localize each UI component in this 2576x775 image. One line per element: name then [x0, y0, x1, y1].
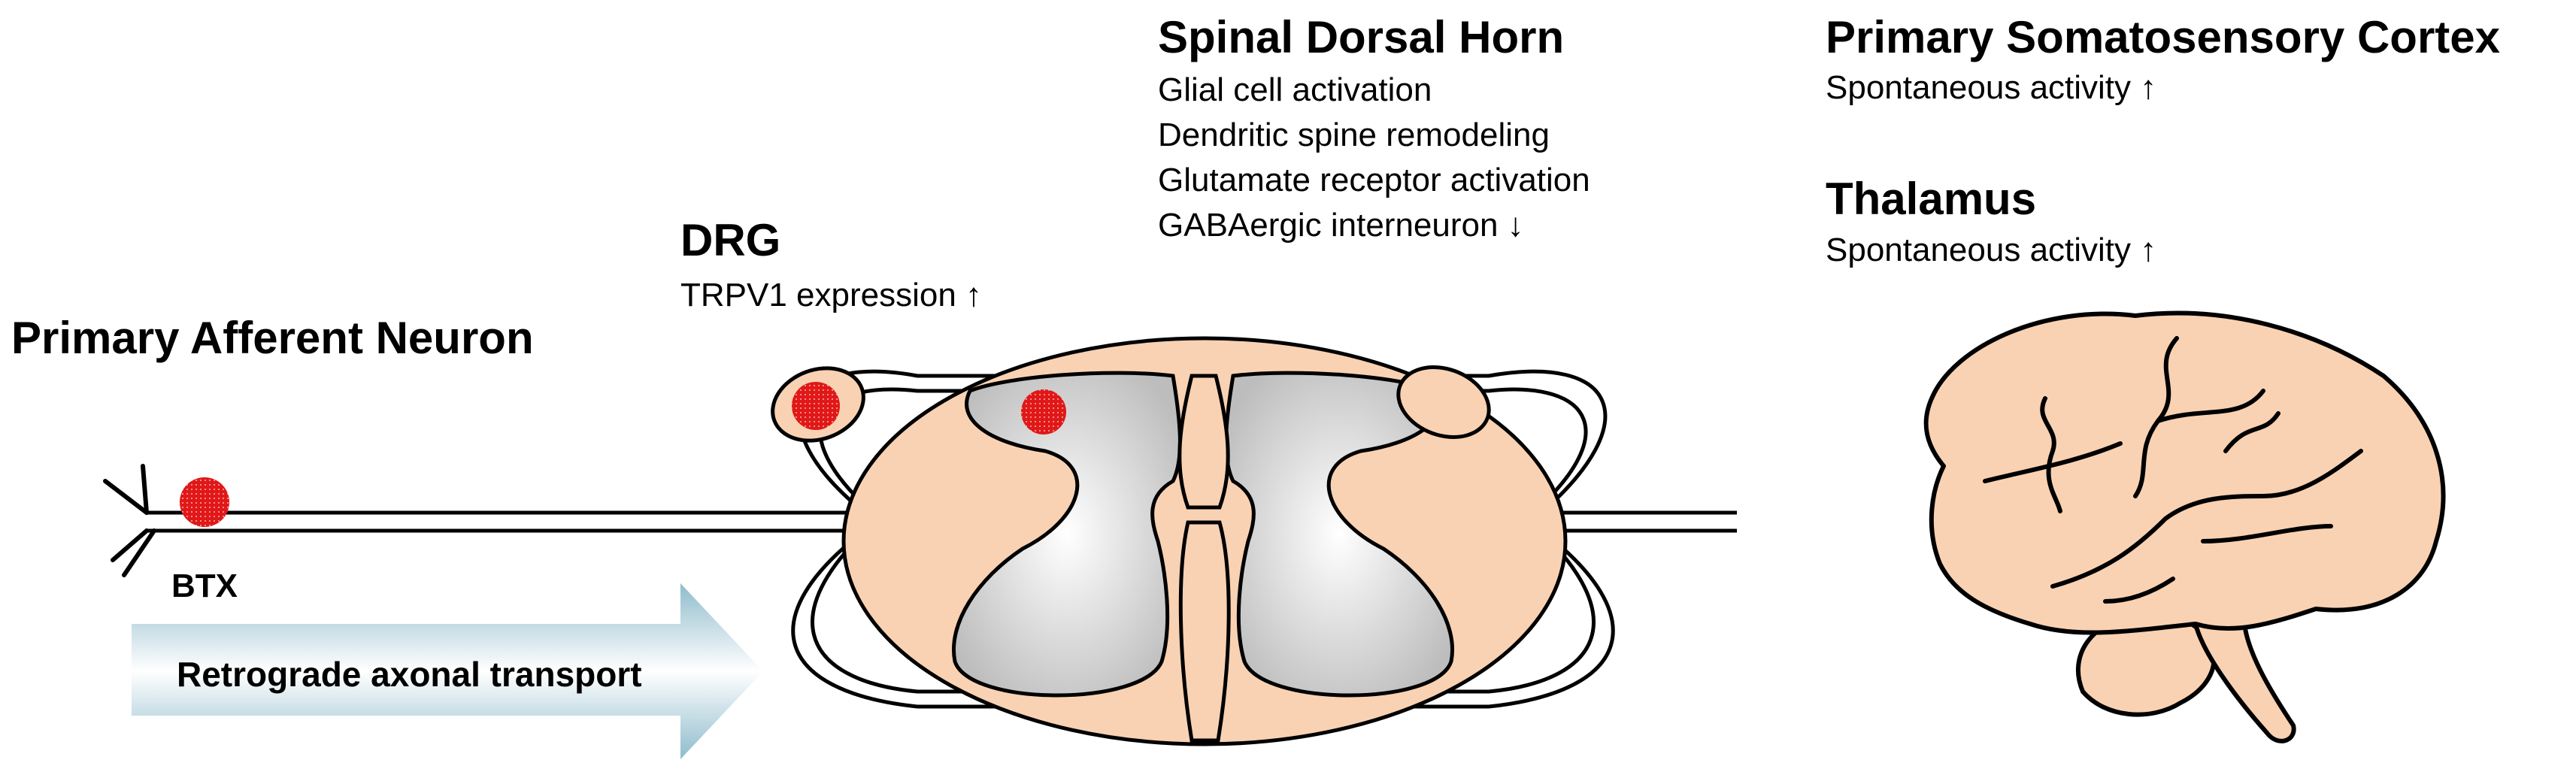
axon-left	[147, 510, 865, 533]
nerve-terminal-lower	[111, 528, 156, 577]
afferent-title: Primary Afferent Neuron	[11, 313, 534, 363]
gray-matter-left	[952, 371, 1182, 698]
retrograde-arrow	[132, 583, 763, 759]
thalamus-title: Thalamus	[1826, 174, 2037, 224]
nerve-terminal-upper	[103, 464, 149, 515]
drg-right	[1396, 365, 1491, 439]
thalamus-line-1: Spontaneous activity ↑	[1826, 232, 2157, 268]
marker-dorsal-horn	[1021, 389, 1066, 434]
dorsal-horn-line-3: Glutamate receptor activation	[1158, 162, 1590, 198]
marker-drg	[792, 382, 840, 430]
cortex-line-1: Spontaneous activity ↑	[1826, 69, 2157, 106]
cortex-title: Primary Somatosensory Cortex	[1826, 12, 2501, 62]
brain	[1923, 310, 2446, 743]
drg-line-1: TRPV1 expression ↑	[680, 277, 983, 313]
marker-afferent	[180, 477, 229, 527]
central-fissure	[1177, 374, 1231, 743]
brain-stem	[2193, 622, 2296, 743]
dorsal-horn-line-1: Glial cell activation	[1158, 71, 1432, 108]
dorsal-horn-title: Spinal Dorsal Horn	[1158, 12, 1565, 62]
axon-right	[1545, 510, 1737, 533]
brain-sulci	[1983, 336, 2363, 604]
dorsal-horn-line-2: Dendritic spine remodeling	[1158, 117, 1550, 153]
cerebrum	[1923, 310, 2446, 635]
dorsal-horn-line-4: GABAergic interneuron ↓	[1158, 207, 1524, 244]
retrograde-arrow-label: Retrograde axonal transport	[177, 655, 642, 694]
btx-label: BTX	[171, 568, 238, 604]
drg-title: DRG	[680, 215, 781, 265]
